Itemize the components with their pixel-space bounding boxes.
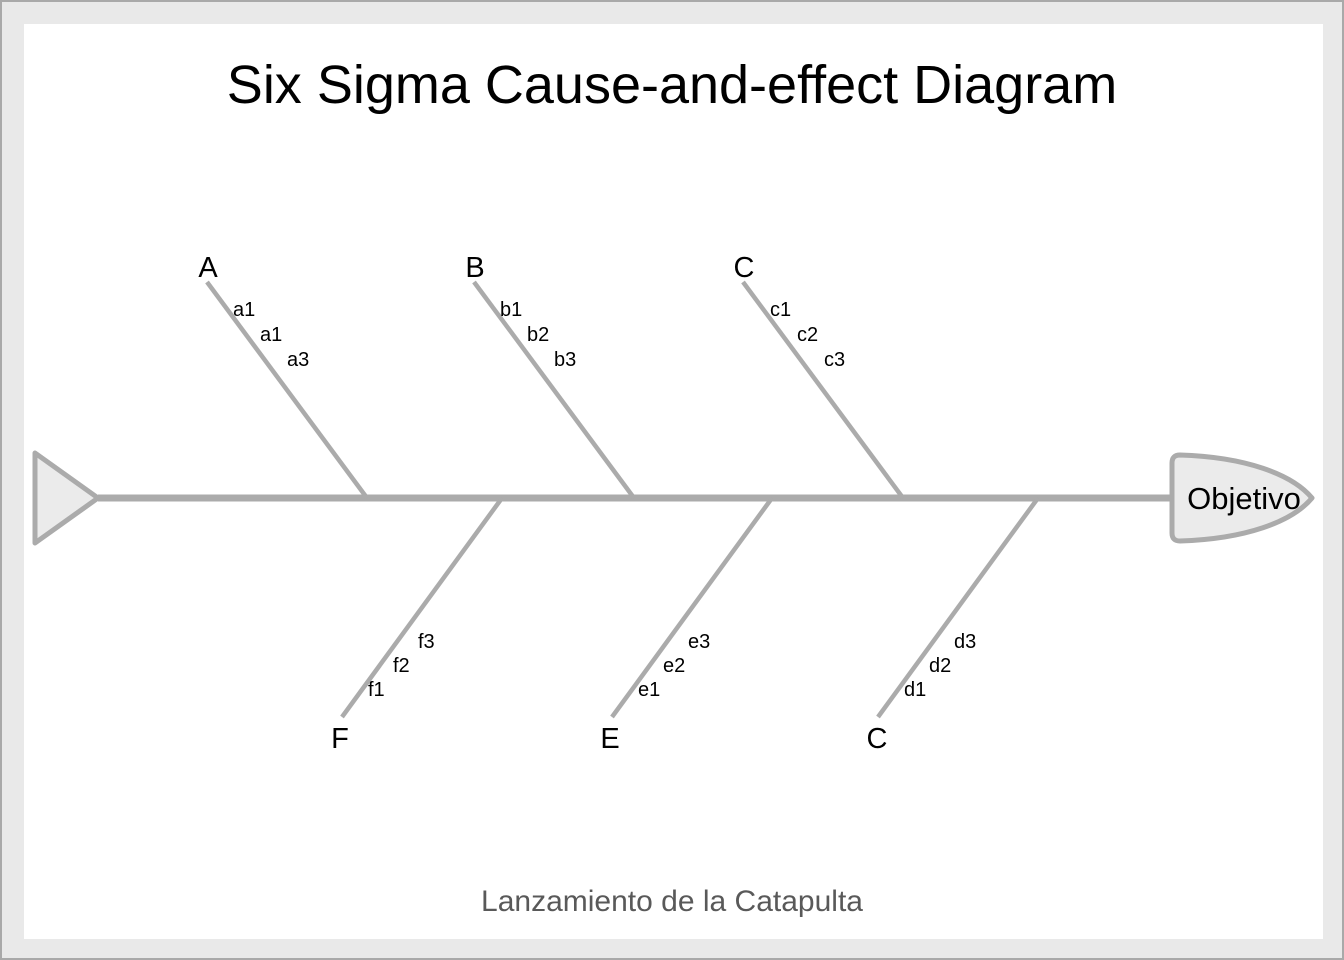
top-branch-1-line	[205, 280, 369, 500]
top-branch-2-cause-2: b2	[527, 324, 549, 346]
bottom-branch-2-label: E	[600, 723, 619, 755]
top-branch-1-cause-1: a1	[233, 299, 255, 321]
top-branch-1-cause-3: a3	[287, 349, 309, 371]
top-branch-3-cause-3: c3	[824, 349, 845, 371]
bottom-branch-3-line	[876, 496, 1040, 719]
bottom-branch-3-label: C	[867, 723, 888, 755]
bottom-branch-1-label: F	[331, 723, 349, 755]
bottom-branch-2-cause-1: e1	[638, 679, 660, 701]
diagram-canvas	[24, 24, 1323, 939]
bottom-branch-2-cause-2: e2	[663, 655, 685, 677]
tail-arrow	[32, 450, 101, 546]
bottom-branch-2-line	[610, 496, 774, 719]
bottom-branch-1-cause-3: f3	[418, 631, 435, 653]
bottom-branch-3-cause-3: d3	[954, 631, 976, 653]
top-branch-3-cause-1: c1	[770, 299, 791, 321]
bottom-branch-1-cause-1: f1	[368, 679, 385, 701]
top-branch-3-line	[741, 280, 905, 500]
bottom-branch-3-cause-1: d1	[904, 679, 926, 701]
top-branch-2-line	[472, 280, 636, 500]
diagram-title: Six Sigma Cause-and-effect Diagram	[227, 55, 1117, 115]
top-branch-1-cause-2: a1	[260, 324, 282, 346]
bottom-branch-3-cause-2: d2	[929, 655, 951, 677]
effect-head	[1169, 452, 1315, 544]
effect-label: Objetivo	[1187, 481, 1301, 516]
top-branch-2-label: B	[465, 252, 484, 284]
bottom-branch-1-cause-2: f2	[393, 655, 410, 677]
top-branch-3-cause-2: c2	[797, 324, 818, 346]
top-branch-2-cause-3: b3	[554, 349, 576, 371]
diagram-caption: Lanzamiento de la Catapulta	[481, 885, 863, 918]
top-branch-1-label: A	[198, 252, 218, 284]
top-branch-3-label: C	[734, 252, 755, 284]
top-branch-2-cause-1: b1	[500, 299, 522, 321]
bottom-branch-2-cause-3: e3	[688, 631, 710, 653]
bottom-branch-1-line	[340, 496, 504, 719]
